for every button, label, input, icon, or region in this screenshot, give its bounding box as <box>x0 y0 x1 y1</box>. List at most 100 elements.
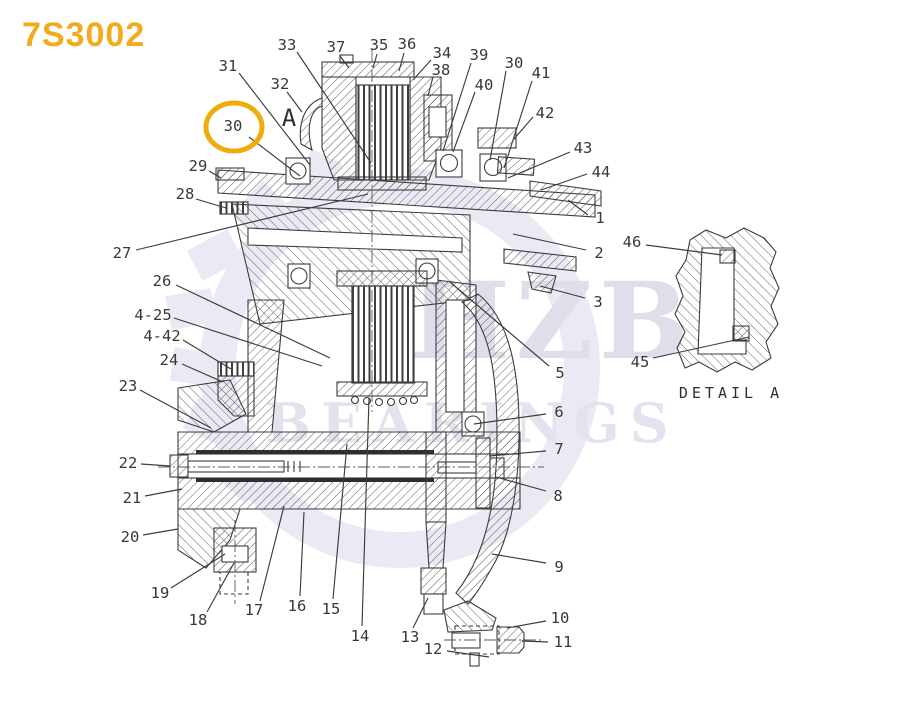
callout-11: 11 <box>554 633 573 651</box>
leader-line-31 <box>238 72 311 166</box>
leader-line-13 <box>412 597 429 629</box>
leader-line-46 <box>645 244 723 256</box>
leader-line-2 <box>512 233 587 251</box>
callout-32: 32 <box>271 75 290 93</box>
callout-2: 2 <box>594 244 603 262</box>
callout-4-42: 4-42 <box>143 327 180 345</box>
leader-line-17 <box>259 505 285 602</box>
leader-line-29 <box>208 170 222 179</box>
callout-9: 9 <box>554 558 563 576</box>
callout-15: 15 <box>322 600 341 618</box>
callout-39: 39 <box>470 46 489 64</box>
detail-a-label: DETAIL A <box>679 384 783 402</box>
callout-4-25: 4-25 <box>134 306 171 324</box>
callout-16: 16 <box>288 597 307 615</box>
callout-22: 22 <box>119 454 138 472</box>
leader-line-27 <box>135 193 369 251</box>
callout-27: 27 <box>113 244 132 262</box>
leader-line-33 <box>296 51 372 164</box>
callout-41: 41 <box>532 64 551 82</box>
callout-1: 1 <box>595 209 604 227</box>
section-marker-a: A <box>282 104 297 132</box>
callout-14: 14 <box>351 627 370 645</box>
leader-line-4-25 <box>173 317 323 367</box>
callout-42: 42 <box>536 104 555 122</box>
callout-43: 43 <box>574 139 593 157</box>
highlight-circle <box>203 100 265 154</box>
callout-31: 31 <box>219 57 238 75</box>
leader-line-30 <box>489 70 507 161</box>
leader-line-6 <box>473 413 547 425</box>
leader-line-42 <box>513 116 534 140</box>
leader-line-37 <box>339 55 350 69</box>
assembly-drawing <box>158 50 780 667</box>
leader-line-44 <box>540 173 588 191</box>
callout-21: 21 <box>123 489 142 507</box>
callout-34: 34 <box>433 44 452 62</box>
leader-line-5 <box>449 281 550 367</box>
callout-10: 10 <box>551 609 570 627</box>
callout-8: 8 <box>553 487 562 505</box>
callout-3: 3 <box>593 293 602 311</box>
leader-line-24 <box>181 363 224 383</box>
leader-line-16 <box>299 511 305 597</box>
leader-line-11 <box>521 640 549 643</box>
leader-line-1 <box>567 199 589 216</box>
callout-45: 45 <box>631 353 650 371</box>
callout-26: 26 <box>153 272 172 290</box>
callout-19: 19 <box>151 584 170 602</box>
callout-layer: 123567891011121314151617181920212223244-… <box>113 35 750 658</box>
detail-a-inset <box>674 227 780 373</box>
leader-line-39 <box>442 62 472 152</box>
leader-line-28 <box>195 198 227 209</box>
leader-line-32 <box>286 91 303 113</box>
leader-line-18 <box>206 562 235 613</box>
leader-line-45 <box>652 336 750 359</box>
bottom-fastener <box>443 600 542 667</box>
spacer-column <box>423 94 453 162</box>
callout-36: 36 <box>398 35 417 53</box>
leader-line-34 <box>412 59 432 81</box>
leader-line-14 <box>361 397 370 627</box>
callout-23: 23 <box>119 377 138 395</box>
callout-6: 6 <box>554 403 563 421</box>
callout-37: 37 <box>327 38 346 56</box>
leader-line-35 <box>372 53 378 69</box>
callout-7: 7 <box>554 440 563 458</box>
mounting-foot-left <box>177 508 257 604</box>
leader-line-20 <box>142 528 179 536</box>
leader-line-3 <box>539 285 586 299</box>
callout-30: 30 <box>505 54 524 72</box>
callout-5: 5 <box>555 364 564 382</box>
leader-line-22 <box>140 463 171 467</box>
leader-line-10 <box>506 620 547 629</box>
base-plate <box>158 431 544 510</box>
leader-line-19 <box>170 553 226 589</box>
callout-28: 28 <box>176 185 195 203</box>
callout-40: 40 <box>475 76 494 94</box>
leader-line-4-42 <box>182 339 232 370</box>
leader-line-12 <box>446 650 490 658</box>
leader-line-15 <box>332 443 348 600</box>
leader-line-9 <box>491 553 547 564</box>
callout-35: 35 <box>370 36 389 54</box>
callout-20: 20 <box>121 528 140 546</box>
spline-pack-lower <box>336 270 428 407</box>
leader-line-36 <box>398 52 405 72</box>
bottom-web <box>420 431 447 615</box>
callout-17: 17 <box>245 601 264 619</box>
leader-line-8 <box>495 476 547 492</box>
leader-line-21 <box>144 488 183 497</box>
callout-30: 30 <box>224 117 243 135</box>
page-title: 7S3002 <box>22 16 146 54</box>
leader-line-7 <box>488 450 547 457</box>
leader-line-41 <box>503 80 533 169</box>
callout-24: 24 <box>160 351 179 369</box>
leader-line-26 <box>175 284 331 359</box>
callout-46: 46 <box>623 233 642 251</box>
leader-line-40 <box>452 91 476 153</box>
callout-29: 29 <box>189 157 208 175</box>
leader-line-38 <box>427 76 434 97</box>
callout-18: 18 <box>189 611 208 629</box>
leader-line-23 <box>139 389 212 429</box>
